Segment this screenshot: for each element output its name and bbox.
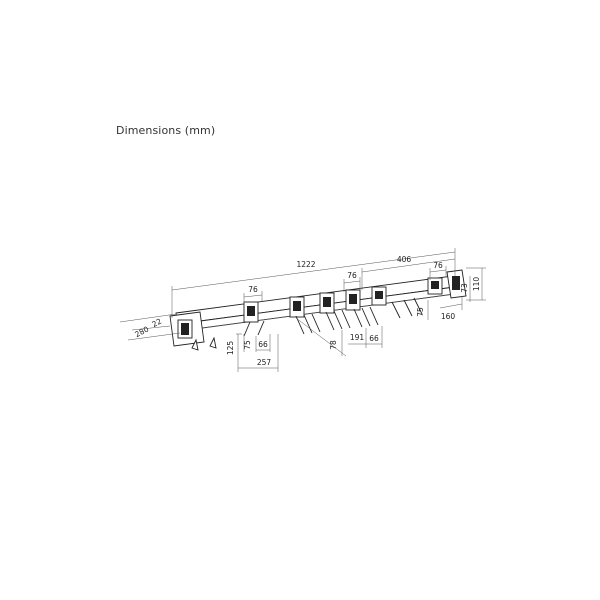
dim-spacing-mid: 76 <box>347 271 357 280</box>
diagram-caption: Dimensions (mm) <box>116 124 216 137</box>
rail-modules <box>243 277 443 323</box>
dim-spacing-left: 76 <box>248 285 258 294</box>
dim-overall-length: 1222 <box>296 260 315 269</box>
dim-arm-length: 191 <box>350 333 365 342</box>
dim-arm-drop: 78 <box>329 340 338 350</box>
dim-hook-pitch: 66 <box>258 340 268 349</box>
dim-right-drop: 75 <box>416 307 425 317</box>
hook-arms <box>191 297 423 351</box>
dim-offset: 22 <box>150 316 163 329</box>
dim-arm-pitch: 66 <box>369 334 379 343</box>
dim-hook-span: 257 <box>257 358 272 367</box>
left-end-bracket <box>169 311 205 347</box>
dim-spacing-right: 76 <box>433 261 443 270</box>
dim-hook-gap: 75 <box>243 340 252 350</box>
dim-hook-height: 125 <box>226 341 235 356</box>
dim-end-height: 110 <box>472 277 481 292</box>
dim-depth: 280 <box>133 324 150 339</box>
dimension-lines <box>119 248 486 372</box>
dim-right-section: 406 <box>397 255 412 264</box>
right-end-bracket <box>446 269 467 299</box>
dim-end-width: 160 <box>441 312 456 321</box>
dim-end-upper: 73 <box>460 283 469 293</box>
